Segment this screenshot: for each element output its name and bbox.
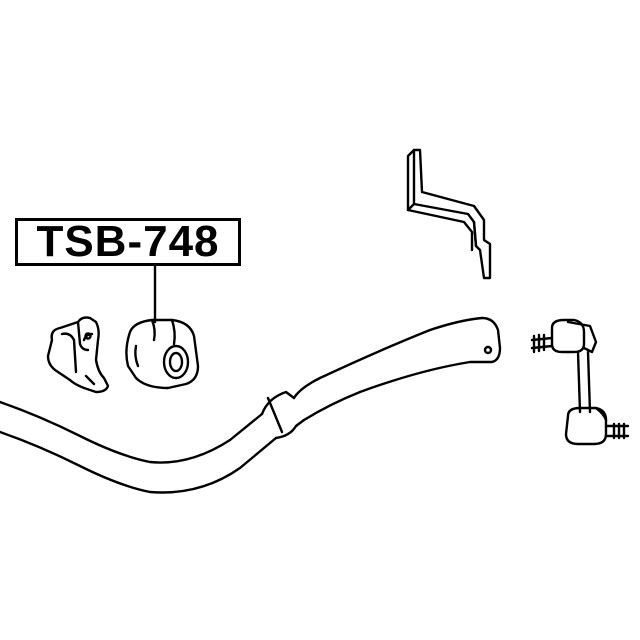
clamp-bracket [406,148,492,280]
part-number-text: TSB-748 [36,217,220,266]
stabilizer-bushing [125,318,200,390]
bushing-bracket [46,316,110,394]
stabilizer-bar [0,316,502,494]
stabilizer-link [530,318,630,446]
part-number-label: TSB-748 [15,218,241,266]
